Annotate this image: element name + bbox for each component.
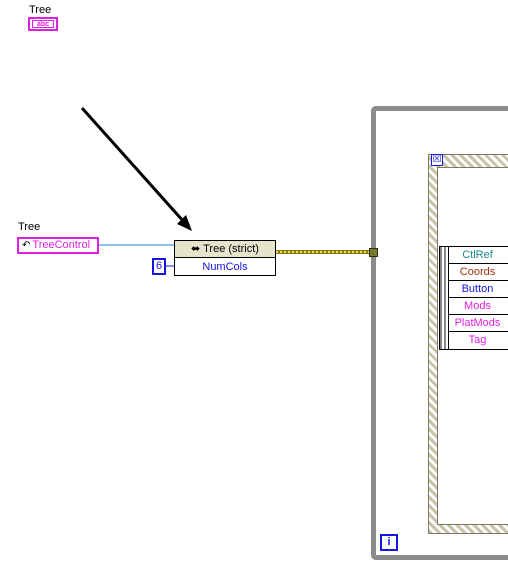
event-timeout-terminal[interactable]: ☒ <box>431 154 443 166</box>
loop-structure[interactable] <box>371 106 508 560</box>
error-tunnel[interactable] <box>369 248 378 257</box>
reference-icon: ↶ <box>22 240 31 251</box>
annotation-arrow-head <box>177 215 192 231</box>
tree-control-reference[interactable]: ↶TreeControl <box>17 237 99 254</box>
event-data-ctlref[interactable]: CtlRef <box>449 247 508 264</box>
event-data-mods[interactable]: Mods <box>449 298 508 315</box>
property-node-icon: ⬌ <box>191 243 201 255</box>
event-data-platmods[interactable]: PlatMods <box>449 315 508 332</box>
event-data-node[interactable]: CtlRef Coords Button Mods PlatMods Tag <box>439 246 508 350</box>
annotation-arrow-line <box>80 106 186 224</box>
event-data-node-handle <box>440 247 449 349</box>
event-data-tag[interactable]: Tag <box>468 334 487 346</box>
property-node-class: Tree (strict) <box>203 243 259 255</box>
property-node-header: ⬌ Tree (strict) <box>175 241 275 258</box>
property-numcols[interactable]: NumCols <box>202 261 248 273</box>
event-data-coords[interactable]: Coords <box>449 264 508 281</box>
string-indicator-label: Tree <box>29 4 52 16</box>
tree-reference-label: Tree <box>18 221 41 233</box>
string-indicator-glyph: abc <box>32 20 54 28</box>
string-indicator[interactable]: abc <box>28 17 58 31</box>
event-data-button[interactable]: Button <box>449 281 508 298</box>
iteration-terminal[interactable]: i <box>380 534 398 551</box>
property-node[interactable]: ⬌ Tree (strict) NumCols <box>174 240 276 276</box>
tree-control-text: TreeControl <box>32 239 91 251</box>
numeric-constant[interactable]: 6 <box>152 258 166 275</box>
